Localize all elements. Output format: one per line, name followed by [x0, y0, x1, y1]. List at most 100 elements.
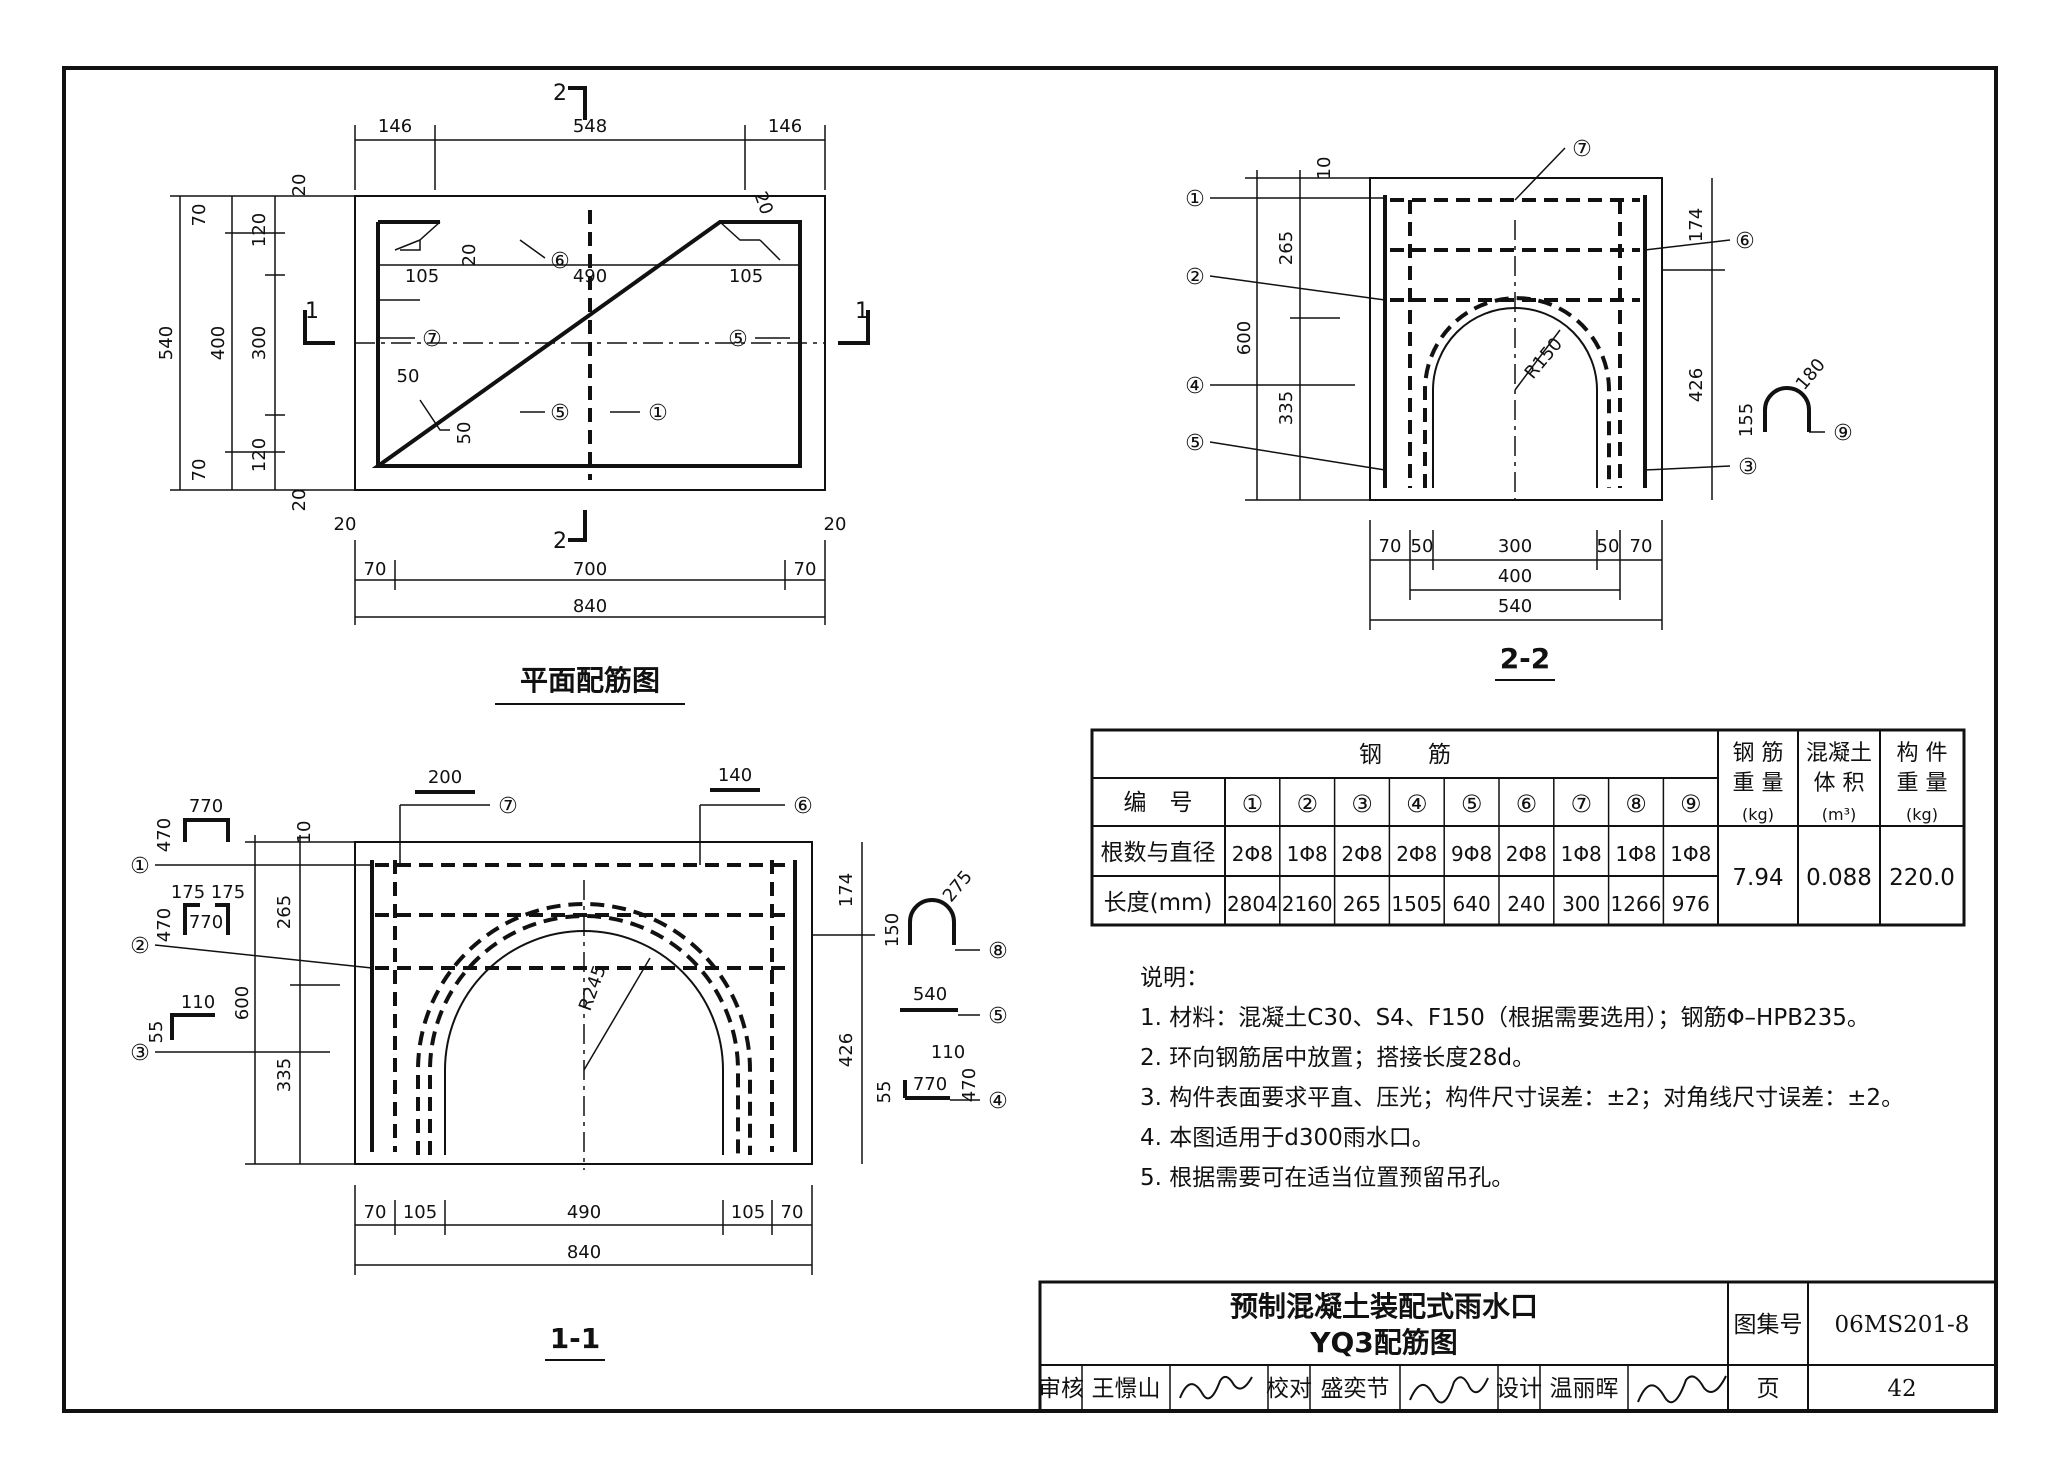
- note-4: 4. 本图适用于d300雨水口。: [1140, 1125, 1435, 1151]
- table-bar-length: 2804: [1227, 892, 1278, 916]
- plan-bar-mark-5b: ⑤: [550, 401, 570, 426]
- s11-title: 1-1: [550, 1322, 601, 1355]
- titleblock-atlas-label: 图集号: [1734, 1312, 1803, 1338]
- s11-shape-4: [903, 1080, 950, 1100]
- table-header-line: (kg): [1742, 805, 1774, 824]
- titleblock-page-label: 页: [1757, 1376, 1780, 1402]
- titleblock-checker: 盛奕节: [1321, 1376, 1390, 1402]
- s22-dim-bot-4: 50: [1597, 536, 1620, 557]
- s11-shape-3-dim-b: 55: [146, 1021, 167, 1044]
- s22-radius: R150: [1521, 334, 1567, 383]
- table-bar-count: 2Φ8: [1396, 842, 1437, 866]
- table-header-line: 重 量: [1897, 771, 1948, 796]
- plan-dim-left-3: 120: [249, 213, 270, 247]
- plan-dim-left-6: 300: [249, 326, 270, 360]
- s11-shape-4-dim-c: 770: [913, 1074, 947, 1095]
- table-bar-length: 2160: [1282, 892, 1333, 916]
- s22-dim-bot-1: 70: [1379, 536, 1402, 557]
- table-header-line: 体 积: [1814, 771, 1865, 796]
- table-member-weight: 220.0: [1889, 865, 1955, 891]
- s11-dim-left-4: 335: [274, 1058, 295, 1092]
- s11-shape-5-dim: 540: [913, 984, 947, 1005]
- table-bar-number: ⑤: [1461, 790, 1483, 818]
- plan-dim-bot-6: 840: [573, 596, 607, 617]
- table-bar-length: 1266: [1611, 892, 1662, 916]
- note-2: 2. 环向钢筋居中放置；搭接长度28d。: [1140, 1045, 1535, 1071]
- s11-shape-2-dim-c: 770: [189, 912, 223, 933]
- s11-mark-3: ③: [130, 1041, 150, 1066]
- s11-shape-3-dim-a: 110: [181, 992, 215, 1013]
- plan-dim-in-1: 105: [405, 266, 439, 287]
- rebar-table: ①2Φ82804②1Φ82160③2Φ8265④2Φ81505⑤9Φ8640⑥2…: [1090, 728, 1966, 927]
- s22-dim-bot-5: 70: [1630, 536, 1653, 557]
- table-row-label-length: 长度(mm): [1104, 890, 1213, 916]
- table-bar-count: 2Φ8: [1232, 842, 1273, 866]
- titleblock-design-label: 设计: [1496, 1376, 1542, 1402]
- table-bar-length: 265: [1343, 892, 1381, 916]
- note-5: 5. 根据需要可在适当位置预留吊孔。: [1140, 1165, 1514, 1191]
- s11-shape-2: [183, 903, 230, 935]
- table-bar-length: 640: [1453, 892, 1491, 916]
- plan-dim-bot-2: 20: [824, 514, 847, 535]
- plan-title: 平面配筋图: [520, 664, 660, 697]
- s22-dim-left-2: 265: [1276, 231, 1297, 265]
- plan-dim-in-2: 490: [573, 266, 607, 287]
- s22-mark-1: ①: [1185, 187, 1205, 212]
- plan-dim-left-1: 20: [289, 174, 310, 197]
- plan-dim-bot-4: 700: [573, 559, 607, 580]
- s22-mark-7: ⑦: [1572, 137, 1592, 162]
- plan-section-mark-1a: 1: [305, 299, 319, 324]
- table-concrete-volume: 0.088: [1806, 865, 1872, 891]
- note-3: 3. 构件表面要求平直、压光；构件尺寸误差：±2；对角线尺寸误差：±2。: [1140, 1085, 1904, 1111]
- s11-shape-1-dim-a: 770: [189, 796, 223, 817]
- plan-dim-top-2: 548: [573, 116, 607, 137]
- s11-dim-left-1: 10: [294, 821, 315, 844]
- plan-dim-in-5: 50: [397, 366, 420, 387]
- s22-dim-bot-6: 400: [1498, 566, 1532, 587]
- table-row-label-count: 根数与直径: [1101, 840, 1216, 866]
- table-header-line: (m³): [1822, 805, 1856, 824]
- s11-dim-right-2: 426: [836, 1033, 857, 1067]
- plan-rebar-outer: [371, 220, 802, 468]
- table-bar-length: 1505: [1391, 892, 1442, 916]
- plan-section-mark-2a: 2: [553, 81, 567, 106]
- plan-dim-in-6: 50: [454, 422, 475, 445]
- s11-dim-left-3: 600: [232, 986, 253, 1020]
- table-bar-count: 1Φ8: [1670, 842, 1711, 866]
- table-bar-count: 1Φ8: [1615, 842, 1656, 866]
- s11-shape-2-dim-a: 175: [171, 882, 205, 903]
- s11-shape-4-dim-a: 110: [931, 1042, 965, 1063]
- table-bar-count: 9Φ8: [1451, 842, 1492, 866]
- notes-heading: 说明：: [1140, 965, 1209, 991]
- s11-shape-1-dim-b: 470: [154, 818, 175, 852]
- s11-shape-2-dim-d: 470: [154, 908, 175, 942]
- plan-bar-mark-6: ⑥: [550, 249, 570, 274]
- s11-outline: [354, 841, 813, 1165]
- s11-shape-6-dim: 140: [718, 765, 752, 786]
- table-header-line: 混凝土: [1806, 741, 1872, 766]
- s11-radius: R245: [575, 963, 611, 1014]
- s11-mark-8: ⑧: [988, 939, 1008, 964]
- s11-mark-5: ⑤: [988, 1004, 1008, 1029]
- s11-dim-bot-4: 105: [731, 1202, 765, 1223]
- table-header-line: 构 件: [1897, 741, 1948, 766]
- titleblock-reviewer: 王憬山: [1092, 1376, 1161, 1402]
- s22-mark-9: ⑨: [1833, 421, 1853, 446]
- table-bar-number: ②: [1296, 790, 1318, 818]
- plan-view: 146 548 146 20 20 70 700 70 840 20 70 12…: [156, 81, 870, 705]
- s11-shape-8-dim-b: 275: [939, 867, 977, 907]
- plan-section-mark-2b: 2: [553, 529, 567, 554]
- plan-dim-left-9: 20: [289, 489, 310, 512]
- s11-dim-bot-1: 70: [364, 1202, 387, 1223]
- s22-hook-9: [1763, 386, 1811, 432]
- plan-bar-mark-1: ①: [648, 401, 668, 426]
- plan-dim-top-3: 146: [768, 116, 802, 137]
- plan-bar-mark-7: ⑦: [422, 327, 442, 352]
- plan-dim-left-4: 540: [156, 326, 177, 360]
- table-bar-number: ④: [1406, 790, 1428, 818]
- title-block: 预制混凝土装配式雨水口 YQ3配筋图 图集号 06MS201-8 页 42 审核…: [1038, 1280, 1998, 1413]
- table-bar-length: 976: [1672, 892, 1710, 916]
- plan-dim-left-7: 120: [249, 438, 270, 472]
- plan-dim-bot-1: 20: [334, 514, 357, 535]
